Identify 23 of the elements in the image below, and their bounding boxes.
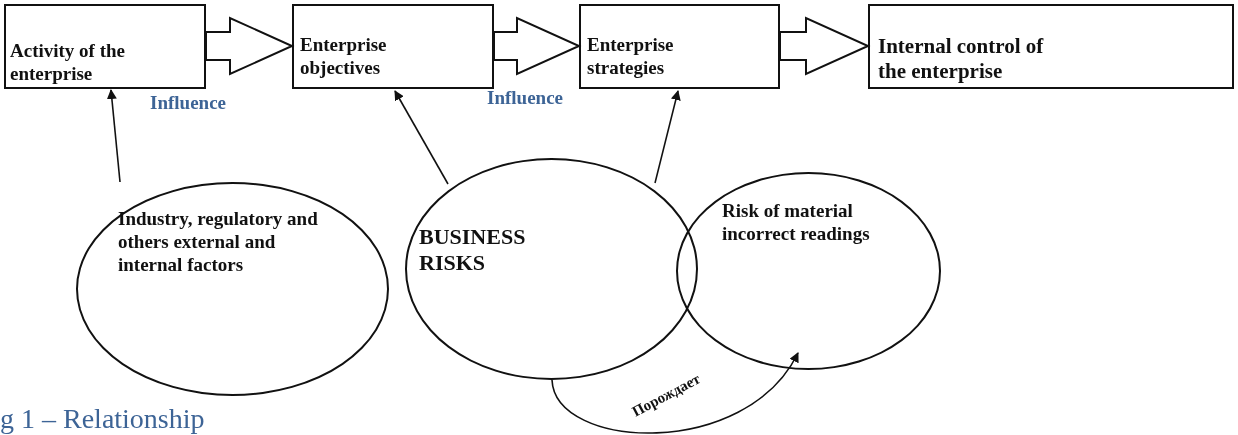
label-text: Influence: [150, 92, 226, 114]
caption: g 1 – Relationship: [0, 402, 205, 435]
ellipse-node: [676, 172, 941, 370]
ellipse-node: [76, 182, 389, 396]
process-box: [4, 4, 206, 89]
arrow: [394, 90, 449, 185]
node-text: Enterprise strategies: [587, 34, 675, 80]
arrow: [551, 352, 799, 434]
process-box: [292, 4, 494, 89]
node-text: Activity of the enterprise: [10, 40, 127, 86]
block-arrow: [779, 16, 871, 76]
block-arrow: [493, 16, 582, 76]
node-text: Industry, regulatory and others external and internal factors: [118, 208, 319, 277]
process-box: [868, 4, 1234, 89]
node-text: BUSINESS RISKS: [419, 224, 527, 277]
arrow: [106, 89, 121, 183]
node-text: Enterprise objectives: [300, 34, 388, 80]
process-box: [579, 4, 780, 89]
arrow: [654, 90, 681, 184]
label-text: Influence: [487, 87, 563, 109]
node-text: Risk of material incorrect readings: [722, 200, 871, 246]
node-text: Internal control of the enterprise: [878, 34, 1045, 85]
block-arrow: [205, 16, 295, 76]
